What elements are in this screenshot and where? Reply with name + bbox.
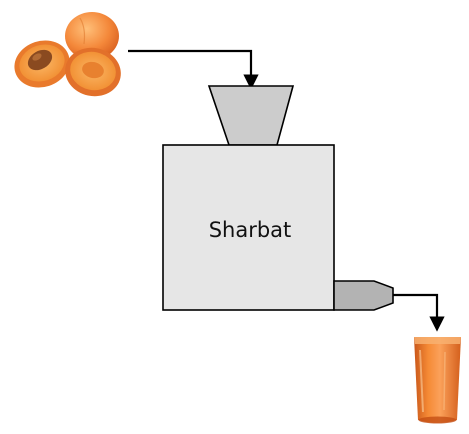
juice-glass-icon xyxy=(414,337,461,424)
apricot-icon xyxy=(14,12,121,97)
input-arrow xyxy=(128,49,259,90)
output-nozzle xyxy=(333,280,394,311)
machine-label: Sharbat xyxy=(209,218,292,242)
hopper xyxy=(207,85,295,146)
output-arrow xyxy=(393,293,445,332)
machine-body xyxy=(162,144,335,311)
